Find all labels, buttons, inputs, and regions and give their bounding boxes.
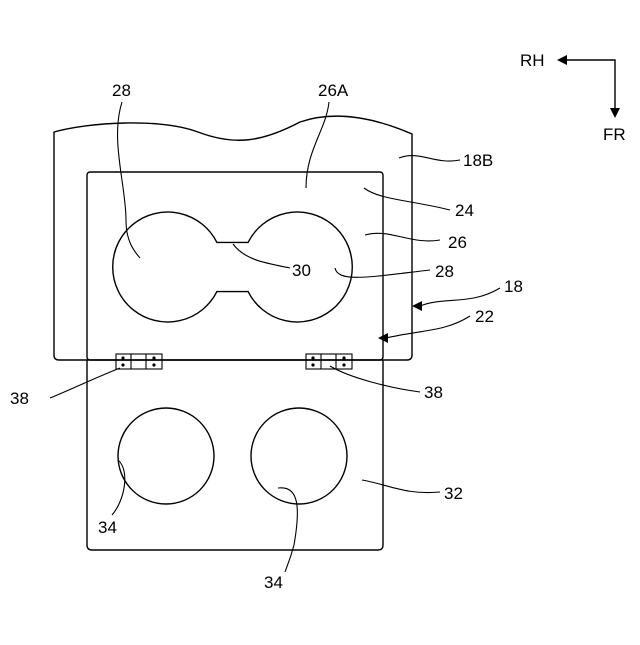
label-38-left: 38	[10, 389, 29, 408]
hinge-left	[116, 354, 162, 369]
label-28-right: 28	[435, 262, 454, 281]
label-30: 30	[292, 261, 311, 280]
hinge-right	[306, 354, 352, 369]
leader-32	[362, 480, 440, 493]
leader-22	[386, 316, 470, 338]
label-26a: 26A	[318, 81, 349, 100]
label-26: 26	[448, 233, 467, 252]
fr-arrowhead	[610, 108, 620, 118]
lid-32	[87, 360, 383, 550]
leader-38-left	[50, 368, 120, 398]
arrowhead-18	[412, 301, 422, 311]
label-34-bottom: 34	[264, 573, 283, 592]
label-28-top: 28	[112, 81, 131, 100]
panel-26	[87, 172, 383, 360]
leader-28-top	[118, 102, 140, 258]
leader-18b	[399, 156, 460, 161]
direction-axes	[565, 60, 615, 110]
leader-30	[233, 244, 290, 268]
label-18: 18	[504, 277, 523, 296]
leader-26a	[306, 102, 329, 188]
label-34-left: 34	[98, 518, 117, 537]
cup-holder-recess	[113, 212, 353, 322]
hinge-right-plate	[306, 354, 352, 369]
direction-rh-label: RH	[520, 51, 545, 70]
rh-arrowhead	[557, 55, 567, 65]
label-38-right: 38	[424, 383, 443, 402]
leader-38-right	[330, 366, 420, 392]
leader-24	[364, 188, 450, 210]
leader-18	[420, 288, 500, 306]
console-body-outline	[54, 116, 412, 360]
direction-fr-label: FR	[603, 125, 626, 144]
label-24: 24	[455, 201, 474, 220]
direction-indicator: RH FR	[520, 51, 626, 144]
leader-34-left	[112, 460, 125, 515]
label-22: 22	[475, 307, 494, 326]
lid-recess-left	[118, 408, 214, 504]
hinge-left-plate	[116, 354, 162, 369]
label-18b: 18B	[463, 151, 493, 170]
label-32: 32	[444, 484, 463, 503]
lid-recess-right	[251, 408, 347, 504]
leader-26	[365, 233, 440, 241]
